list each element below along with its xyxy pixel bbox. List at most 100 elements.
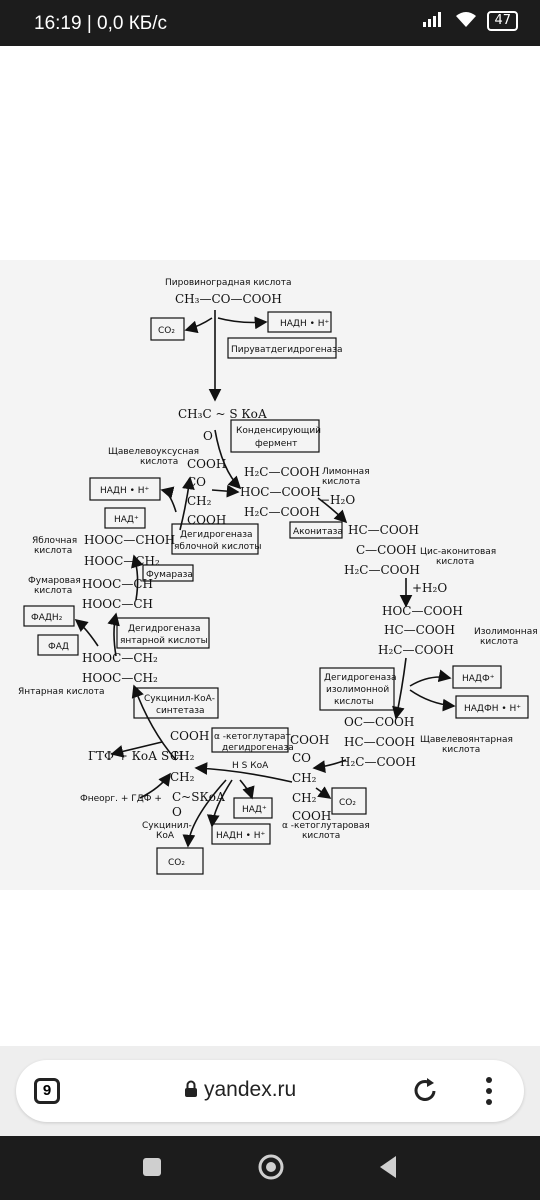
- arrow-fadh2: [74, 619, 99, 647]
- citric-label-1: Лимонная: [322, 467, 370, 477]
- nadh-label-1: НАДН • Н⁺: [280, 319, 330, 329]
- kg-line-3: CH₂: [292, 771, 317, 785]
- oa-line-1: COOH: [187, 457, 226, 471]
- arrow-nadh: [217, 316, 268, 330]
- scoa-line-3: CH₂: [170, 770, 195, 784]
- pdh-box: [227, 337, 337, 359]
- url-text[interactable]: yandex.ru: [184, 1078, 296, 1102]
- home-button[interactable]: [256, 1152, 286, 1186]
- nadh-box-1: [267, 311, 332, 333]
- cis-line-3: H₂C—COOH: [344, 563, 420, 577]
- idh-box: [319, 667, 395, 711]
- nadh-label-3: НАДН • Н⁺: [216, 831, 266, 841]
- oxaloacetate-label-2: кислота: [140, 457, 178, 467]
- nadp-label: НАДФ⁺: [462, 674, 495, 684]
- pyruvate-formula: CH₃—CO—COOH: [175, 292, 282, 306]
- browser-bar: 9 yandex.ru: [0, 1046, 540, 1136]
- more-menu-icon[interactable]: [484, 1076, 494, 1110]
- mdh-box: [171, 523, 259, 555]
- scoa-line-5: O: [172, 805, 182, 819]
- status-icons: 47: [423, 11, 518, 31]
- battery-indicator: 47: [487, 11, 518, 31]
- arrow-kg-to-succoa: [194, 762, 293, 783]
- signal-icon: [423, 11, 445, 31]
- scs-label-1: Сукцинил-КоА-: [144, 694, 215, 704]
- kgdh-box: [211, 727, 289, 753]
- iso-line-1: HOC—COOH: [382, 604, 463, 618]
- oa-line-3: CH₂: [187, 494, 212, 508]
- url-label: yandex.ru: [204, 1078, 297, 1101]
- system-nav-bar: [0, 1136, 540, 1200]
- scoa-line-4: C~SКоА: [172, 790, 225, 804]
- kgdh-label-1: α -кетоглутарат-: [214, 732, 294, 742]
- idh-label-2: изолимонной: [326, 685, 389, 695]
- nadh-box-2: [89, 477, 161, 501]
- aconitase-box: [289, 521, 343, 539]
- reload-icon[interactable]: [410, 1076, 440, 1110]
- acetyl-formula: CH₃C ~ S КоА: [178, 407, 267, 421]
- nadh-box-3: [211, 823, 271, 845]
- fumarate-line-1: HOOC—CH: [82, 577, 153, 591]
- malate-line-2: HOOC—CH₂: [84, 554, 160, 568]
- co2-box-3: [331, 787, 367, 815]
- water-out: −H₂O: [320, 493, 355, 507]
- oxs-line-1: OC—COOH: [344, 715, 414, 729]
- hskoa-label: H S КоА: [232, 761, 269, 771]
- mdh-label-2: яблочной кислоты: [174, 542, 261, 552]
- kg-line-5: COOH: [292, 809, 331, 823]
- arrow-gtp: [110, 741, 163, 758]
- scoa-line-1: COOH: [170, 729, 209, 743]
- status-bar: 16:19 | 0,0 КБ/с 47: [0, 0, 540, 46]
- scs-label-2: синтетаза: [156, 706, 205, 716]
- oxaloacetate-label-1: Щавелевоуксусная: [108, 447, 199, 457]
- lock-icon: [184, 1080, 198, 1098]
- acetyl-oxygen: O: [203, 429, 213, 443]
- condensing-label-1: Конденсирующий: [236, 426, 321, 436]
- arrow-malate-to-oa: [179, 476, 195, 531]
- co2-box-2: [156, 847, 204, 875]
- scoa-line-2: CH₂: [170, 749, 195, 763]
- arrow-co2: [184, 317, 213, 334]
- co2-box-1: [150, 317, 185, 341]
- wifi-icon: [455, 11, 477, 31]
- arrow-oa-to-citrate: [211, 484, 240, 498]
- citrate-line-3: H₂C—COOH: [244, 505, 320, 519]
- co2-label-3: CO₂: [339, 798, 356, 808]
- cis-line-1: HC—COOH: [348, 523, 419, 537]
- nadh-label-2: НАДН • Н⁺: [100, 486, 150, 496]
- cis-name-1: Цис-аконитовая: [420, 547, 496, 557]
- condensing-label-2: фермент: [255, 439, 297, 449]
- tab-count-button[interactable]: 9: [34, 1078, 60, 1104]
- oa-line-4: COOH: [187, 513, 226, 527]
- fumaric-label-2: кислота: [34, 586, 72, 596]
- sdh-box: [116, 617, 210, 649]
- succinate-line-1: HOOC—CH₂: [82, 651, 158, 665]
- co2-label-1: CO₂: [158, 326, 175, 336]
- sdh-label-1: Дегидрогеназа: [128, 624, 201, 634]
- sdh-label-2: янтарной кислоты: [120, 636, 208, 646]
- arrow-nad-in: [239, 779, 255, 800]
- pdh-label: Пируватдегидрогеназа: [231, 345, 342, 355]
- idh-label-1: Дегидрогеназа: [324, 673, 397, 683]
- citrate-line-1: H₂C—COOH: [244, 465, 320, 479]
- mdh-label-1: Дегидрогеназа: [180, 530, 253, 540]
- arrow-nadp: [409, 669, 452, 687]
- back-button[interactable]: [376, 1152, 400, 1186]
- kg-name-1: α -кетоглутаровая: [282, 821, 370, 831]
- fad-label: ФАД: [48, 642, 69, 652]
- idh-label-3: кислоты: [334, 697, 374, 707]
- address-bar[interactable]: 9 yandex.ru: [16, 1060, 524, 1122]
- arrow-succinate-to-fumarate: [107, 612, 120, 657]
- arrow-nadh-3: [206, 779, 233, 828]
- pi-gdp-label: Фнеорг. + ГДФ +: [80, 794, 162, 804]
- fadh2-box: [23, 605, 75, 627]
- fadh2-label: ФАДН₂: [31, 613, 63, 623]
- recents-button[interactable]: [140, 1152, 164, 1186]
- cis-line-2: C—COOH: [356, 543, 417, 557]
- krebs-cycle-diagram: Пировиноградная кислота CH₃—CO—COOH CO₂ …: [0, 260, 540, 890]
- fumaric-label-1: Фумаровая: [28, 576, 81, 586]
- kg-line-2: CO: [292, 751, 311, 765]
- page-content: Пировиноградная кислота CH₃—CO—COOH CO₂ …: [0, 46, 540, 1046]
- fad-box: [37, 634, 79, 656]
- arrow-to-citrate: [214, 429, 242, 490]
